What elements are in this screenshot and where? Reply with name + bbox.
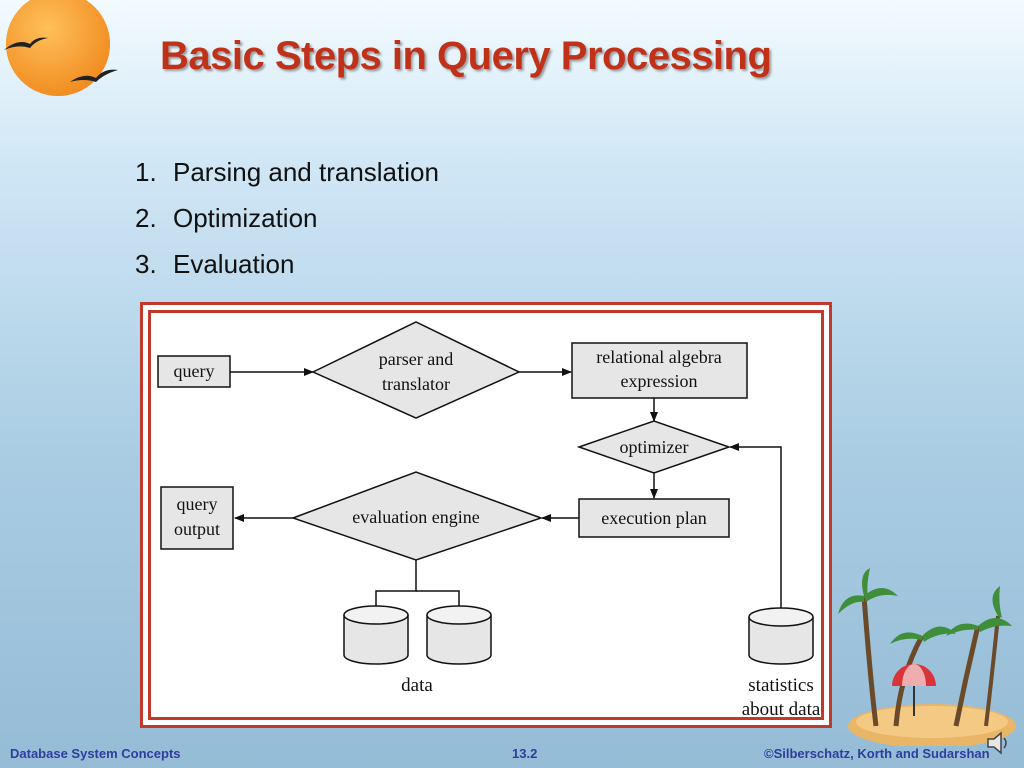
diagram-frame: query parser and translator relational a… [140,302,832,728]
parser-label-line1: parser and [379,349,453,369]
data-cylinder-icon [343,605,409,665]
evaluation-engine-label: evaluation engine [352,507,479,527]
parser-translator-diamond [311,321,521,419]
query-output-line2: output [174,519,220,539]
step-label: Evaluation [173,249,295,279]
step-label: Parsing and translation [173,157,439,187]
relational-algebra-box [571,342,748,399]
step-item: 1.Parsing and translation [135,157,439,187]
optimizer-label: optimizer [620,437,689,457]
step-label: Optimization [173,203,318,233]
parser-label-line2: translator [382,374,450,394]
footer-page-number: 13.2 [512,746,538,761]
relalg-label-line1: relational algebra [596,347,721,367]
sun-logo-icon [4,0,118,96]
evaluation-engine-diamond [290,471,544,561]
relalg-label-line2: expression [621,371,698,391]
data-label: data [401,675,433,696]
slide-title: Basic Steps in Query Processing [160,34,772,78]
statistics-label-line2: about data [742,699,821,720]
step-item: 3.Evaluation [135,249,295,279]
query-output-box [160,486,234,550]
statistics-cylinder-icon [748,607,814,665]
query-label: query [174,361,215,381]
query-output-line1: query [177,494,218,514]
step-item: 2.Optimization [135,203,318,233]
steps-list: 1.Parsing and translation 2.Optimization… [135,155,439,293]
speaker-icon[interactable] [984,728,1014,758]
engine-data-connector [375,560,417,607]
query-processing-diagram: query parser and translator relational a… [157,321,821,720]
execution-plan-label: execution plan [601,508,706,528]
island-palm-icon [838,568,1016,746]
footer-right: ©Silberschatz, Korth and Sudarshan [764,746,990,761]
data-cylinder-icon [426,605,492,665]
statistics-label-line1: statistics [748,675,813,696]
engine-data-connector-right [416,590,460,607]
query-box [157,355,231,388]
arrow-statistics-to-optimizer [729,443,782,587]
footer-left: Database System Concepts [10,746,181,761]
